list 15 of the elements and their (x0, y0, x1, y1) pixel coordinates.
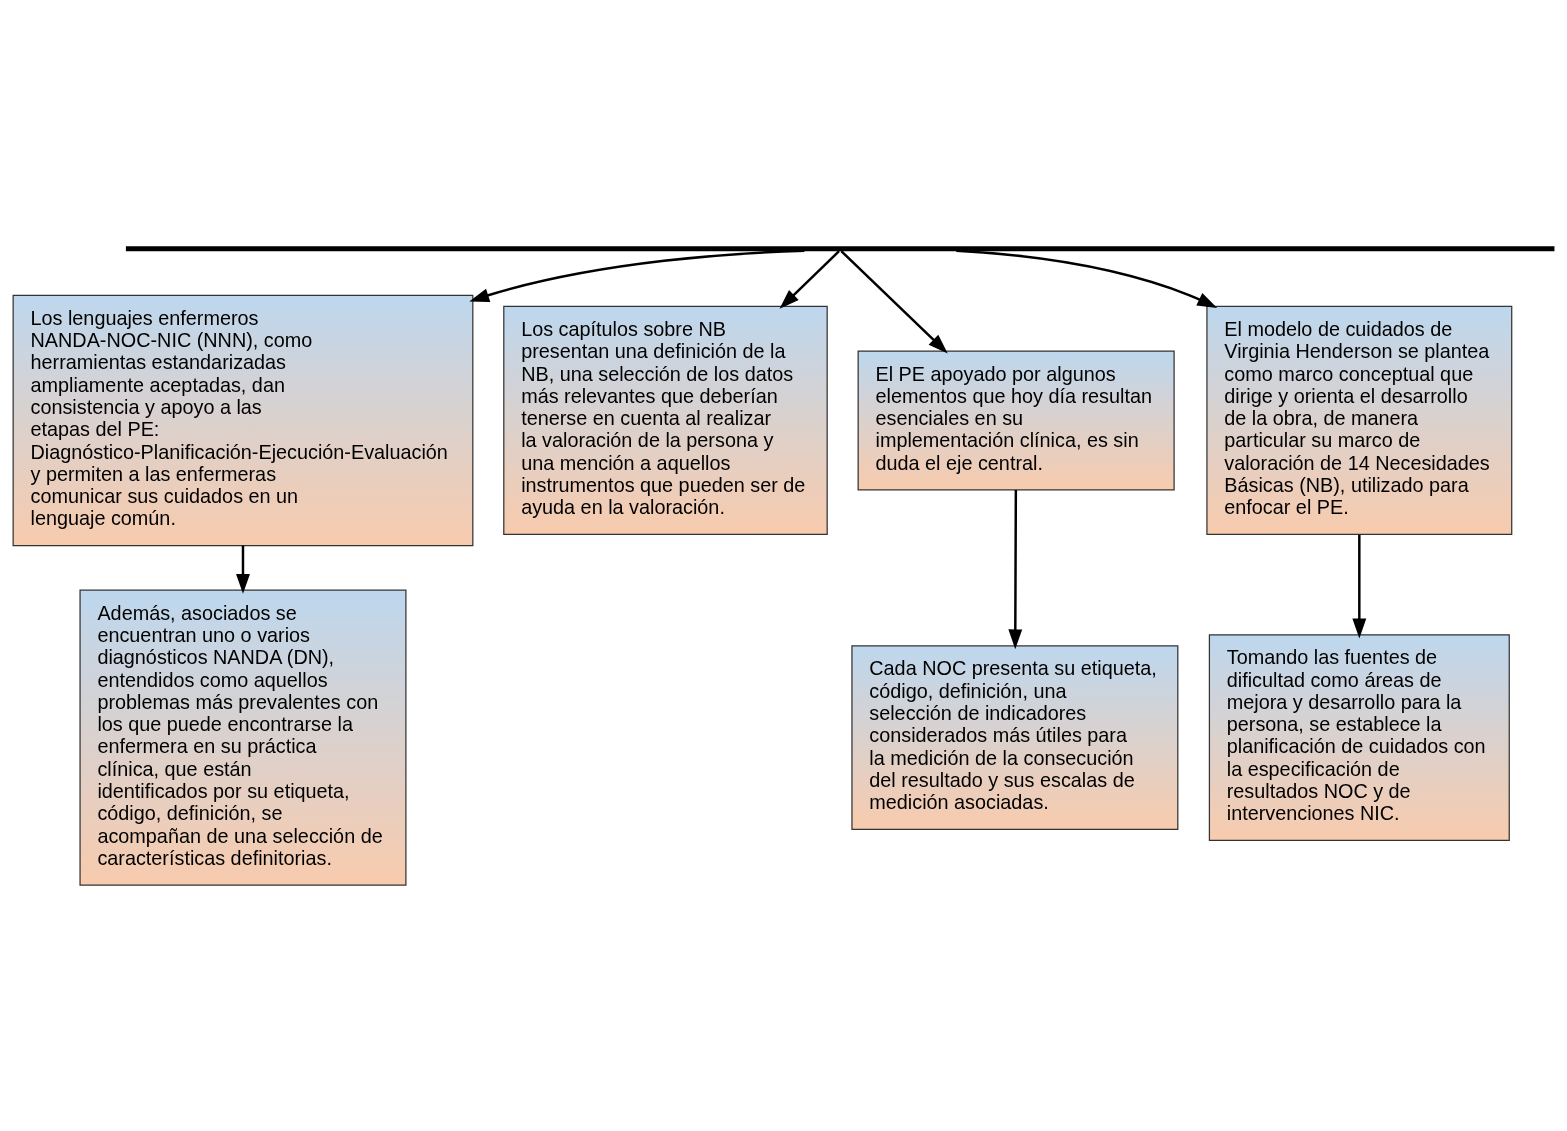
arrow (469, 248, 805, 302)
node-box: Cada NOC presenta su etiqueta, código, definición, una selección de indicadores considerados más útiles para la medición de la consecución del resultado y sus escalas de medición asociadas. (851, 644, 1179, 830)
arrow (1352, 534, 1367, 638)
node-box: Tomando las fuentes de dificultad como áreas de mejora y desarrollo para la persona, se establece la planificación de cuidados con la especificación de resultados NOC y de intervenciones NIC. (1208, 633, 1510, 841)
arrow (956, 248, 1218, 308)
arrow (1008, 489, 1023, 649)
node-box: Los lenguajes enfermeros NANDA-NOC-NIC (NNN), como herramientas estandarizadas ampliamente aceptadas, dan consistencia y apoyo a las etapas del PE: Diagnóstico-Planificación-Ejecución-Evaluación y permiten a las enfermeras comunicar sus cuidados en un lenguaje común. (12, 294, 474, 546)
node-box: El PE apoyado por algunos elementos que hoy día resultan esenciales en su implementación clínica, es sin duda el eje central. (857, 349, 1175, 490)
arrow (236, 545, 250, 594)
arrow (779, 249, 840, 309)
node-box: El modelo de cuidados de Virginia Henderson se plantea como marco conceptual que dirige y orienta el desarrollo de la obra, de manera particular su marco de valoración de 14 Necesidades Básicas (NB), utilizado para enfocar el PE. (1206, 305, 1513, 535)
node-box: Los capítulos sobre NB presentan una definición de la NB, una selección de los datos más relevantes que deberían tenerse en cuenta al realizar la valoración de la persona y una mención a aquellos instrumentos que pueden ser de ayuda en la valoración. (503, 305, 828, 535)
node-bar (125, 245, 1555, 251)
node-box: Además, asociados se encuentran uno o varios diagnósticos NANDA (DN), entendidos como aquellos problemas más prevalentes con los que puede encontrarse la enfermera en su práctica clínica, que están identificados por su etiqueta, código, definición, se acompañan de una selección de características definitorias. (79, 589, 407, 886)
arrow (840, 249, 948, 353)
